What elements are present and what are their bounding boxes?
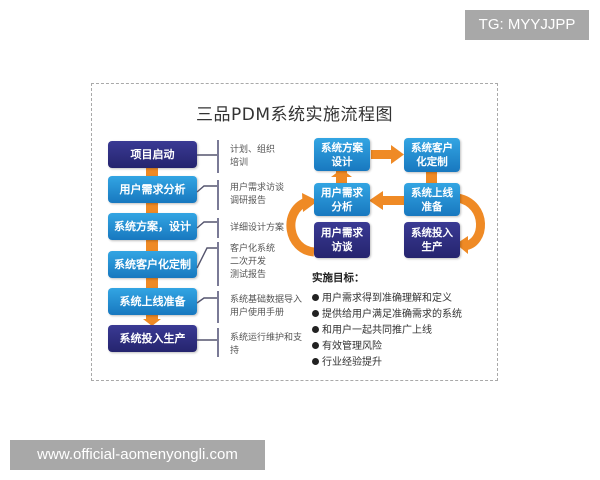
flow-connector [146,315,158,321]
note-production: 系统运行维护和支 持 [230,332,302,358]
watermark-bottom: www.official-aomenyongli.com [10,440,265,470]
goal-text: 行业经验提升 [322,357,382,368]
note-line: 调研报告 [230,196,267,206]
goal-text: 和用户一起共同推广上线 [322,325,432,336]
note-line: 持 [230,346,240,356]
note-line: 详细设计方案 [230,223,285,233]
cycle-design: 系统方案设计 [314,138,370,171]
step-golive-prep: 系统上线准备 [108,288,197,315]
note-line: 系统运行维护和支 [230,333,303,343]
flow-connector [146,240,158,252]
box-line: 准备 [421,200,443,213]
watermark-top: TG: MYYJJPP [465,10,589,40]
goal-item: 提供给用户满足准确需求的系统 [312,305,462,320]
step-customization: 系统客户化定制 [108,251,197,278]
note-design: 详细设计方案 [230,222,284,235]
note-line: 用户使用手册 [230,308,285,318]
step-production: 系统投入生产 [108,325,197,352]
note-bracket [217,218,219,238]
goal-item: 行业经验提升 [312,353,382,368]
bullet-icon [312,358,319,365]
cycle-interview: 用户需求访谈 [314,222,370,258]
cycle-customize: 系统客户化定制 [404,138,460,172]
flow-connector [146,278,158,289]
diagram-title: 三品PDM系统实施流程图 [195,105,393,125]
cycle-golive: 系统上线准备 [404,183,460,216]
note-kickoff: 计划、组织 培训 [230,144,275,170]
note-line: 计划、组织 [230,145,276,155]
note-golive: 系统基础数据导入 用户使用手册 [230,294,302,320]
goal-item: 有效管理风险 [312,337,382,352]
bullet-icon [312,294,319,301]
bullet-icon [312,326,319,333]
note-bracket [217,242,219,286]
box-line: 系统客户 [411,142,453,154]
bullet-icon [312,310,319,317]
note-customization: 客户化系统 二次开发 测试报告 [230,243,275,282]
note-line: 客户化系统 [230,244,276,254]
note-line: 二次开发 [230,257,267,267]
box-line: 系统投入 [411,227,453,239]
step-system-design: 系统方案，设计 [108,213,197,240]
note-line: 培训 [230,158,249,168]
box-line: 用户需求 [321,186,363,199]
note-line: 测试报告 [230,270,267,280]
bullet-icon [312,342,319,349]
note-bracket [217,140,219,173]
step-requirements-analysis: 用户需求分析 [108,176,197,203]
goal-text: 用户需求得到准确理解和定义 [322,293,452,304]
diagram-frame [91,83,498,381]
flow-connector [146,202,158,214]
goal-text: 提供给用户满足准确需求的系统 [322,309,462,320]
goals-title: 实施目标： [312,272,365,284]
goal-text: 有效管理风险 [322,341,382,352]
box-line: 生产 [421,241,443,253]
box-line: 系统方案 [321,141,363,154]
note-analysis: 用户需求访谈 调研报告 [230,182,284,208]
cycle-production: 系统投入生产 [404,222,460,258]
note-bracket [217,291,219,323]
note-line: 系统基础数据导入 [230,295,303,305]
step-project-kickoff: 项目启动 [108,141,197,168]
note-bracket [217,328,219,357]
box-line: 系统上线 [411,186,453,199]
cycle-analysis: 用户需求分析 [314,183,370,216]
goal-item: 用户需求得到准确理解和定义 [312,289,452,304]
note-line: 用户需求访谈 [230,183,285,193]
goal-item: 和用户一起共同推广上线 [312,321,432,336]
flow-connector [146,167,158,177]
note-bracket [217,180,219,210]
box-line: 访谈 [331,241,353,253]
box-line: 设计 [331,155,353,168]
box-line: 用户需求 [321,227,363,239]
box-line: 化定制 [416,156,448,168]
box-line: 分析 [331,200,353,213]
